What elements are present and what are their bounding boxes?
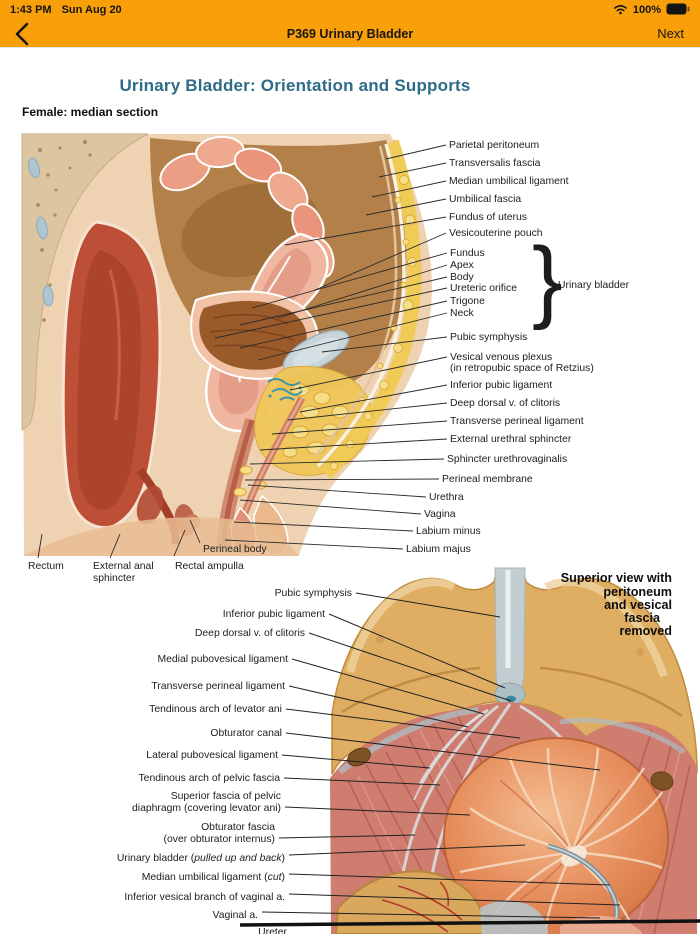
fig1-median-section-illustration — [21, 133, 432, 556]
label-external-anal-sphincter-1: External anal — [93, 561, 154, 572]
label2-obturator-fascia-line1: Obturator fascia — [201, 822, 275, 833]
label2-transverse-perineal-ligament: Transverse perineal ligament — [151, 681, 285, 692]
label-fundus-of-uterus: Fundus of uterus — [449, 212, 527, 223]
bladder-shape — [190, 290, 319, 380]
label-parietal-peritoneum: Parietal peritoneum — [449, 140, 539, 151]
label-perineal-body: Perineal body — [203, 544, 267, 555]
label-sphincter-urethrovaginalis: Sphincter urethrovaginalis — [447, 454, 567, 465]
label-vesical-venous-plexus: Vesical venous plexus — [450, 352, 552, 363]
label-deep-dorsal-v-clitoris: Deep dorsal v. of clitoris — [450, 398, 560, 409]
fig2-heading-line1: Superior view with — [561, 571, 672, 585]
fig1-leader-lines — [37, 144, 448, 559]
fig1-labels: Parietal peritoneum Transversalis fascia… — [28, 140, 630, 584]
label2-urinary-bladder: Urinary bladder (pulled up and back) — [117, 853, 285, 864]
battery-percent: 100% — [632, 4, 661, 16]
label-labium-majus: Labium majus — [406, 544, 471, 555]
fig2-heading: Superior view with peritoneum and vesica… — [561, 571, 672, 638]
page-title: Urinary Bladder: Orientation and Support… — [119, 76, 471, 95]
status-date: Sun Aug 20 — [61, 4, 122, 16]
fig2-labels: Pubic symphysis Inferior pubic ligament … — [117, 588, 352, 934]
obturator-canal-right — [650, 771, 674, 791]
anatomy-figure: Parietal peritoneum Transversalis fascia… — [21, 133, 700, 934]
label2-medial-pubovesical-ligament: Medial pubovesical ligament — [157, 654, 288, 665]
label-transverse-perineal-ligament: Transverse perineal ligament — [450, 416, 584, 427]
label2-pubic-symphysis: Pubic symphysis — [275, 588, 352, 599]
label-inferior-pubic-ligament: Inferior pubic ligament — [450, 380, 552, 391]
status-bar: 1:43 PM Sun Aug 20 100% — [0, 0, 700, 20]
label-urinary-bladder-group: Urinary bladder — [558, 280, 630, 291]
label-umbilical-fascia: Umbilical fascia — [449, 194, 521, 205]
clock-time: 1:43 PM — [10, 4, 52, 16]
nav-bar: P369 Urinary Bladder Next — [0, 20, 700, 48]
label2-median-umbilical-ligament-cut: Median umbilical ligament (cut) — [142, 872, 285, 883]
label-bladder-apex: Apex — [450, 260, 474, 271]
bladder-group-brace: } — [532, 229, 563, 331]
fig2-heading-line5: removed — [620, 624, 673, 638]
label-perineal-membrane: Perineal membrane — [442, 474, 533, 485]
next-button[interactable]: Next — [657, 26, 684, 41]
back-chevron-icon — [15, 22, 29, 46]
label-bladder-fundus: Fundus — [450, 248, 485, 259]
label2-inferior-vesical-branch: Inferior vesical branch of vaginal a. — [124, 892, 285, 903]
label2-tendinous-arch-levator-ani: Tendinous arch of levator ani — [149, 704, 282, 715]
section-caption: Female: median section — [22, 105, 159, 119]
label2-ureter: Ureter — [258, 927, 287, 934]
label2-tendinous-arch-pelvic-fascia: Tendinous arch of pelvic fascia — [138, 773, 280, 784]
sacrum-bone — [21, 133, 149, 431]
label-external-anal-sphincter-2: sphincter — [93, 573, 136, 584]
battery-icon — [666, 3, 690, 18]
back-button[interactable] — [12, 21, 38, 47]
label2-vaginal-artery: Vaginal a. — [213, 910, 258, 921]
label-urethra: Urethra — [429, 492, 464, 503]
label-vagina: Vagina — [424, 509, 456, 520]
label-pubic-symphysis: Pubic symphysis — [450, 332, 527, 343]
label-trigone: Trigone — [450, 296, 485, 307]
label-bladder-body: Body — [450, 272, 474, 283]
label-rectal-ampulla: Rectal ampulla — [175, 561, 244, 572]
label-ureteric-orifice: Ureteric orifice — [450, 283, 517, 294]
label2-deep-dorsal-v-clitoris: Deep dorsal v. of clitoris — [195, 628, 305, 639]
deep-dorsal-vein-shape — [506, 695, 516, 703]
label-bladder-neck: Neck — [450, 308, 474, 319]
label2-superior-fascia-line1: Superior fascia of pelvic — [171, 791, 281, 802]
pubic-symphysis-band — [494, 567, 526, 706]
fig2-heading-line3: and vesical — [604, 598, 672, 612]
label-median-umbilical-ligament: Median umbilical ligament — [449, 176, 569, 187]
fig2-superior-view-illustration — [330, 567, 698, 934]
label2-obturator-canal: Obturator canal — [210, 728, 282, 739]
nav-title: P369 Urinary Bladder — [286, 26, 414, 41]
wifi-icon — [613, 3, 628, 18]
label2-superior-fascia-line2: diaphragm (covering levator ani) — [132, 803, 281, 814]
abdominal-wall — [314, 139, 422, 479]
label2-inferior-pubic-ligament: Inferior pubic ligament — [223, 609, 325, 620]
label2-obturator-fascia-line2: (over obturator internus) — [164, 834, 275, 845]
label-retropubic-space: (in retropubic space of Retzius) — [450, 363, 594, 374]
fig2-heading-line4: fascia — [624, 611, 661, 625]
fig2-leader-lines — [239, 592, 700, 927]
vesical-venous-plexus-shape — [267, 378, 303, 401]
label2-lateral-pubovesical-ligament: Lateral pubovesical ligament — [146, 750, 278, 761]
fig2-heading-line2: peritoneum — [603, 585, 672, 599]
label-transversalis-fascia: Transversalis fascia — [449, 158, 541, 169]
label-labium-minus: Labium minus — [416, 526, 481, 537]
label-vesicouterine-pouch: Vesicouterine pouch — [449, 228, 543, 239]
label-external-urethral-sphincter: External urethral sphincter — [450, 434, 572, 445]
label-rectum: Rectum — [28, 561, 64, 572]
